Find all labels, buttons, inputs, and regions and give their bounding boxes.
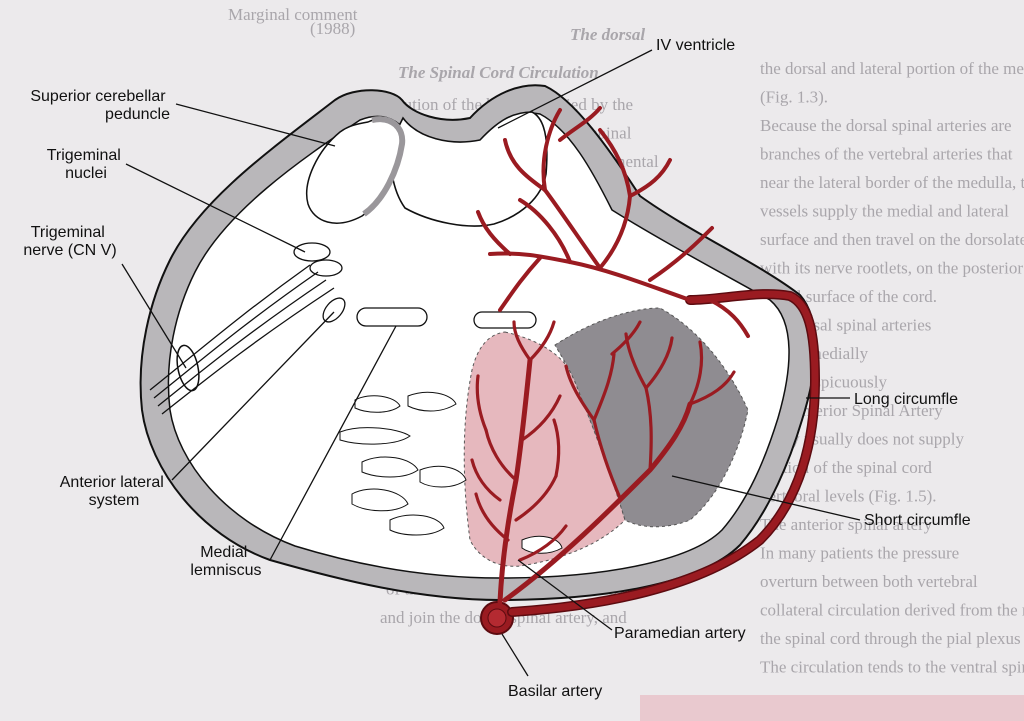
fourth-ventricle bbox=[389, 111, 548, 227]
label-trigeminal-nuclei: Trigeminal nuclei bbox=[47, 147, 126, 182]
arteries bbox=[470, 106, 821, 635]
leader-lines bbox=[121, 49, 861, 677]
medial-lemniscus-band-2 bbox=[473, 311, 537, 329]
background-right-line: In many patients the pressure bbox=[760, 544, 959, 563]
background-top-fragment-2: (1988) bbox=[310, 19, 355, 38]
label-trigeminal-nerve: Trigeminal nerve (CN V) bbox=[23, 224, 116, 259]
leader-iv-ventricle bbox=[497, 49, 653, 129]
background-heading-lead: The dorsal bbox=[570, 25, 645, 44]
label-anterior-lateral-system: Anterior lateral system bbox=[60, 474, 169, 509]
label-medial-lemniscus: Medial lemniscus bbox=[190, 544, 261, 579]
leader-short-circumflex bbox=[671, 475, 861, 521]
background-top-fragment: Marginal comment bbox=[228, 5, 358, 24]
label-paramedian-artery: Paramedian artery bbox=[614, 625, 746, 642]
leader-basilar-artery bbox=[501, 633, 529, 677]
background-right-line: overturn between both vertebral bbox=[760, 572, 978, 591]
leader-anterior-lateral-system bbox=[171, 311, 335, 481]
background-right-line: collateral circulation derived from the … bbox=[760, 601, 1024, 620]
background-heading: The Spinal Cord Circulation bbox=[398, 63, 599, 82]
background-right-line: vertebral levels (Fig. 1.5). bbox=[760, 487, 937, 506]
label-short-circumflex: Short circumfle bbox=[864, 512, 971, 529]
label-basilar-artery: Basilar artery bbox=[508, 683, 602, 700]
short-circumflex-artery bbox=[502, 401, 693, 603]
labels: Superior cerebellar peduncle Trigeminal … bbox=[23, 37, 970, 700]
background-right-line: the dorsal and lateral portion of the me… bbox=[760, 59, 1024, 78]
medial-lemniscus-band bbox=[356, 307, 428, 327]
label-iv-ventricle: IV ventricle bbox=[656, 37, 735, 54]
pontine-nuclei bbox=[339, 391, 563, 554]
leader-trigeminal-nuclei bbox=[125, 163, 306, 253]
background-right-line: (Fig. 1.3). bbox=[760, 88, 828, 107]
background-right-line: Because the dorsal spinal arteries are bbox=[760, 116, 1012, 135]
background-right-line: near the lateral border of the medulla, … bbox=[760, 173, 1024, 192]
trigeminal-nerve-root bbox=[176, 344, 200, 392]
peduncle-grey-edge bbox=[362, 116, 406, 217]
background-right-line: with its nerve rootlets, on the posterio… bbox=[760, 259, 1023, 278]
leader-superior-cerebellar-peduncle bbox=[175, 103, 336, 147]
background-right-line: the spinal cord through the pial plexus bbox=[760, 629, 1021, 648]
page-bottom-tint bbox=[640, 695, 1024, 721]
background-right-line: branches of the vertebral arteries that bbox=[760, 145, 1013, 164]
background-right-line: The anterior spinal artery bbox=[760, 515, 933, 534]
trigeminal-nucleus-1 bbox=[293, 242, 331, 262]
label-superior-cerebellar-peduncle: Superior cerebellar peduncle bbox=[30, 88, 170, 123]
trigeminal-nerve-fibers bbox=[149, 264, 335, 415]
label-long-circumflex: Long circumfle bbox=[854, 391, 958, 408]
leader-medial-lemniscus bbox=[269, 325, 397, 561]
basilar-artery-lumen bbox=[487, 608, 507, 628]
background-right-line: vessels supply the medial and lateral bbox=[760, 202, 1009, 221]
paramedian-territory bbox=[463, 331, 626, 567]
background-right-line: The circulation tends to the ventral spi… bbox=[760, 658, 1024, 677]
leader-trigeminal-nerve bbox=[121, 263, 187, 369]
leader-paramedian-artery bbox=[517, 559, 613, 631]
background-right-line: surface and then travel on the dorsolate… bbox=[760, 230, 1024, 249]
